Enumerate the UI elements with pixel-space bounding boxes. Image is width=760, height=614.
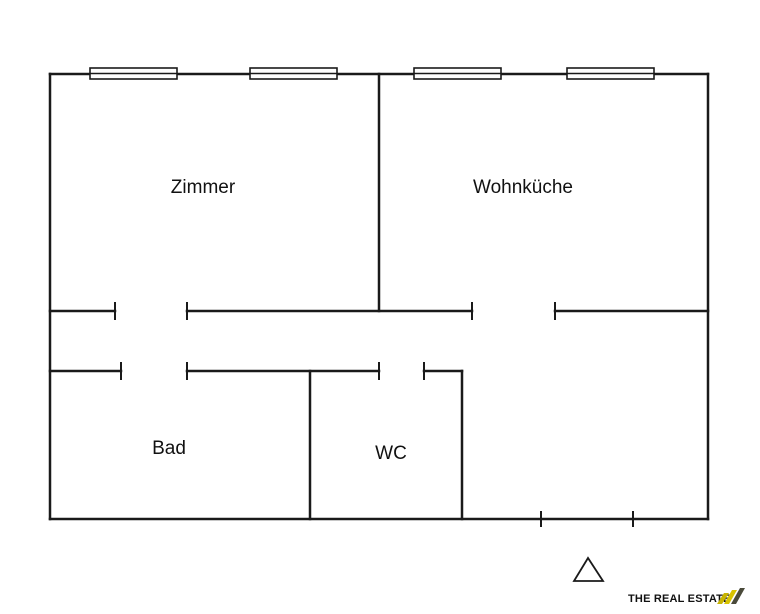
brand-logo: THE REAL ESTATE [628, 588, 745, 605]
brand-stripes-icon [717, 588, 745, 604]
room-label-wc: WC [375, 443, 407, 464]
room-labels: Zimmer Wohnküche Bad WC [152, 177, 573, 464]
window [89, 67, 178, 80]
triangle-icon [572, 556, 605, 582]
door-markers [114, 302, 634, 527]
brand-text: THE REAL ESTATE [628, 593, 731, 605]
window [249, 67, 338, 80]
window [413, 67, 502, 80]
room-label-wohnkueche: Wohnküche [473, 177, 573, 198]
windows [89, 67, 655, 80]
window [566, 67, 655, 80]
room-label-bad: Bad [152, 438, 186, 459]
room-label-zimmer: Zimmer [171, 177, 236, 198]
